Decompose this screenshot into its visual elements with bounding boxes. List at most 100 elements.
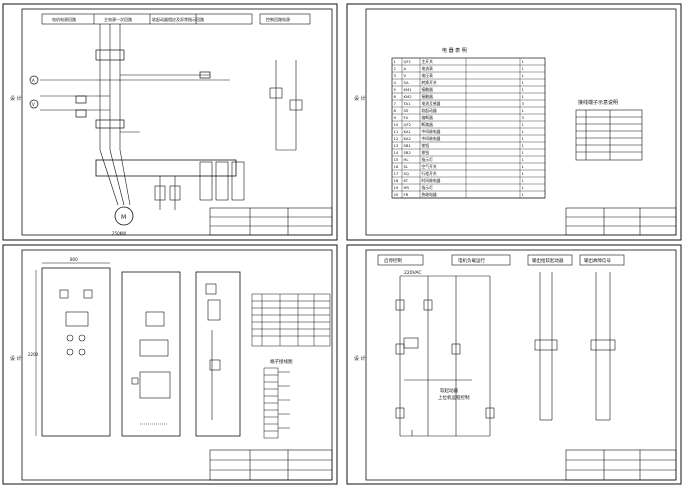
component-table-cell: 1 — [522, 129, 525, 134]
component-table-cell: 5 — [394, 87, 397, 92]
component-table-cell: 1 — [522, 192, 525, 197]
component-table-cell: 1 — [522, 108, 525, 113]
component-table-cell: QF1 — [404, 59, 412, 64]
component-table-cell: KA1 — [404, 129, 412, 134]
cabinet-front-view — [41, 267, 111, 437]
component-table-cell: KT — [404, 178, 409, 183]
component-table-cell: 1 — [522, 94, 525, 99]
component-table-cell: 1 — [522, 185, 525, 190]
component-table-cell: 1 — [522, 143, 525, 148]
component-table-cell: 接触器 — [422, 94, 434, 99]
component-table-cell: HL — [404, 157, 410, 162]
component-table-cell: FU — [404, 115, 409, 120]
control-note-line2: 上位机远程控制 — [438, 394, 470, 401]
component-table-cell: 按钮 — [422, 150, 430, 155]
component-table-cell: 熔断器 — [422, 115, 434, 120]
header-cell-2: 主电源一次回路 — [104, 16, 132, 22]
terminal-legend-title: 接线端子示意说明 — [578, 99, 618, 106]
motor-power: 250KW — [112, 231, 126, 236]
side-tab-label: 设 计 — [10, 95, 22, 102]
component-table-cell: 6 — [394, 94, 397, 99]
sheet-control-circuit: 设 计 启停控制 电机负载运行 输出给软起动器 输出故障信号 220VAC — [346, 244, 682, 485]
control-note-line1: 软起动器 — [440, 387, 458, 394]
motor-symbol — [114, 206, 134, 226]
cabinet-plate-view — [121, 271, 181, 437]
component-table-cell: 1 — [522, 122, 525, 127]
component-table-cell: 13 — [394, 143, 399, 148]
component-table-cell: 电流表 — [422, 66, 434, 71]
component-table-cell: 软起动器 — [422, 108, 437, 113]
component-table-cell: KM1 — [404, 87, 413, 92]
component-table-cell: 1 — [522, 164, 525, 169]
component-table-cell: 1 — [522, 136, 525, 141]
component-table-cell: 中间继电器 — [422, 136, 441, 141]
control-header-1: 启停控制 — [384, 257, 402, 264]
component-table-cell: 1 — [522, 66, 525, 71]
component-table-cell: 4 — [394, 80, 397, 85]
component-table-cell: 1 — [522, 73, 525, 78]
component-table-cell: 断路器 — [422, 122, 434, 127]
component-table-cell: FR — [404, 192, 409, 197]
dimension-width: 800 — [70, 257, 78, 262]
component-table-cell: 1 — [394, 59, 397, 64]
component-table-cell: 空气开关 — [422, 164, 437, 169]
component-table-cell: 1 — [522, 178, 525, 183]
terminal-diagram-title: 端子接线图 — [270, 358, 293, 365]
component-table-cell: 中间继电器 — [422, 129, 441, 134]
side-tab-label: 设 计 — [10, 355, 22, 362]
component-table-cell: 3 — [394, 73, 397, 78]
component-table-cell: SL — [404, 164, 409, 169]
component-table-cell: 主开关 — [422, 59, 434, 64]
control-header-3: 输出给软起动器 — [532, 257, 564, 264]
component-table-cell: 16 — [394, 164, 399, 169]
component-table-cell: 1 — [522, 171, 525, 176]
side-tab-label: 设 计 — [354, 95, 366, 102]
dimension-height: 2200 — [28, 352, 39, 357]
component-table-cell: SA — [404, 80, 409, 85]
component-table-cell: 8 — [394, 108, 397, 113]
sheet-main-circuit: 设 计 电机电源回路 主电源一次回路 软起动器相应及异常指示回路 控制回路电源 … — [2, 3, 338, 241]
component-table-cell: 电流互感器 — [422, 101, 441, 106]
component-table-cell: 3 — [522, 101, 525, 106]
component-table-cell: SB2 — [404, 150, 412, 155]
component-table-cell: QF2 — [404, 122, 412, 127]
component-table-cell: 1 — [522, 80, 525, 85]
component-table-cell: 10 — [394, 122, 399, 127]
terminal-strip — [263, 367, 290, 439]
component-table-cell: 7 — [394, 101, 397, 106]
component-table-cell: 1 — [522, 157, 525, 162]
component-table-cell: 12 — [394, 136, 399, 141]
component-table-cell: 2 — [394, 66, 397, 71]
component-table-cell: 时间继电器 — [422, 178, 441, 183]
component-table-cell: 18 — [394, 178, 399, 183]
supply-voltage: 220VAC — [404, 270, 422, 276]
component-table-cell: 11 — [394, 129, 399, 134]
component-table-cell: V — [404, 73, 407, 78]
control-header-2: 电机负载运行 — [458, 257, 485, 264]
header-cell-4: 控制回路电源 — [266, 16, 290, 22]
component-table-cell: SB1 — [404, 143, 412, 148]
component-table-cell: 热继电器 — [422, 192, 437, 197]
component-table-cell: 电压表 — [422, 73, 434, 78]
component-table-cell: 9 — [394, 115, 397, 120]
sheet-cabinet-layout: 设 计 800 2200 — [2, 244, 338, 485]
svg-text:V: V — [32, 102, 35, 107]
component-table-cell: 按钮 — [422, 143, 430, 148]
component-table-cell: 3 — [522, 115, 525, 120]
control-header-4: 输出故障信号 — [584, 257, 611, 264]
component-table-title: 电 器 表 明 — [442, 47, 467, 54]
component-table-cell: KA2 — [404, 136, 412, 141]
component-table-cell: SQ — [404, 171, 409, 176]
component-table-cell: 15 — [394, 157, 399, 162]
component-table-cell: 1 — [522, 59, 525, 64]
title-block — [209, 207, 333, 236]
component-table-cell: 20 — [394, 192, 399, 197]
title-block — [565, 449, 677, 481]
svg-text:M: M — [121, 214, 126, 221]
header-cell-3: 软起动器相应及异常指示回路 — [152, 16, 204, 22]
component-table-cell: TA1 — [403, 101, 412, 106]
terminal-legend-table — [575, 109, 643, 161]
component-table-cell: 指示灯 — [422, 157, 434, 162]
